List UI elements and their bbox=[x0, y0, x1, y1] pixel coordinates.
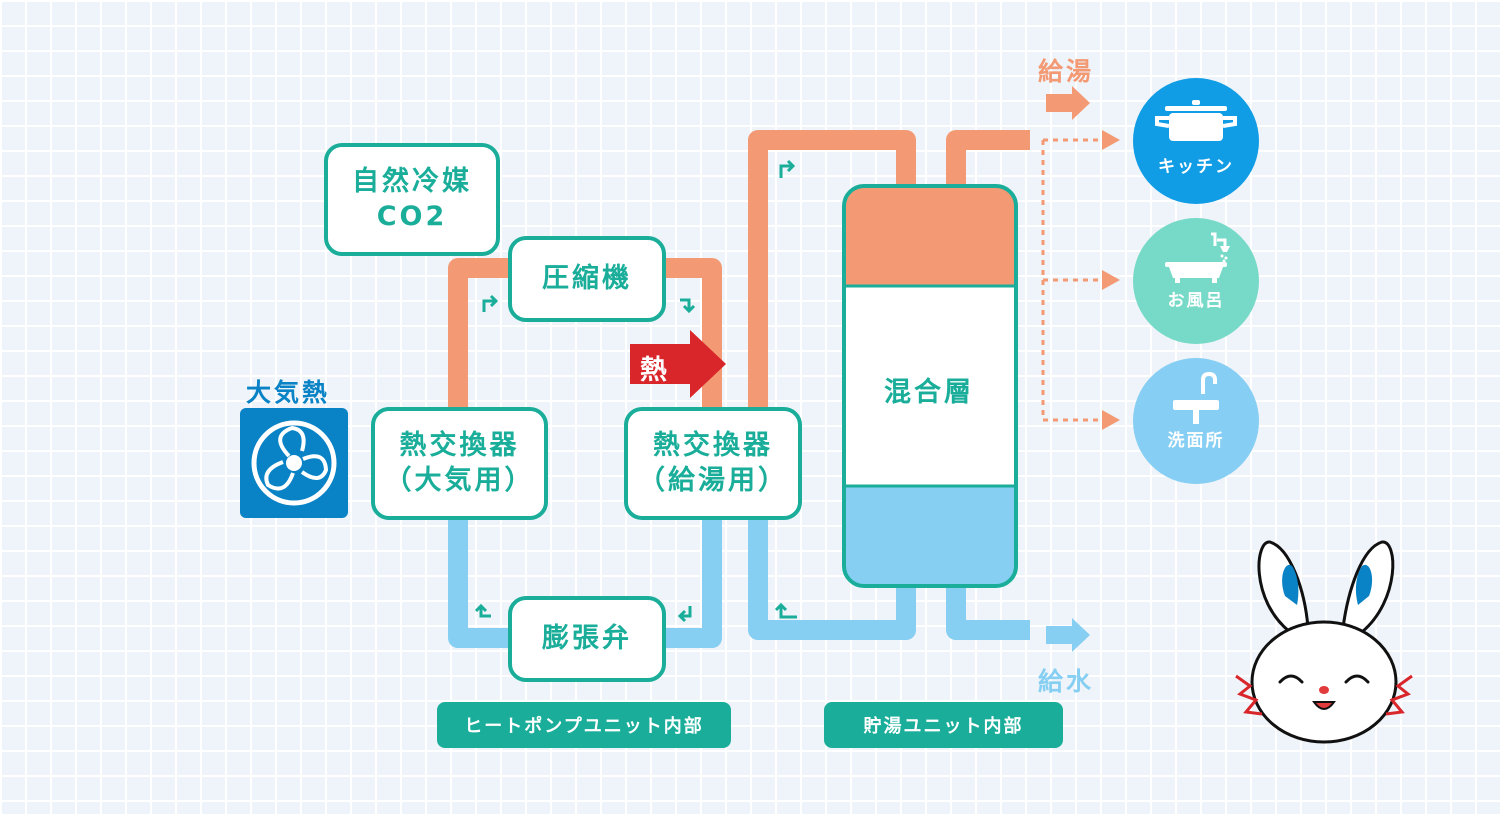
outlet-bath: お風呂 bbox=[1133, 218, 1259, 344]
atmospheric-heat-label: 大気熱 bbox=[246, 378, 331, 407]
outlet-bath-label: お風呂 bbox=[1167, 291, 1225, 311]
heat-exchanger-water-line2: （給湯用） bbox=[638, 464, 788, 496]
expansion-valve-label: 膨張弁 bbox=[542, 622, 632, 654]
heat-exchanger-air-line1: 熱交換器 bbox=[399, 429, 520, 461]
water-supply-pipe bbox=[946, 580, 1030, 640]
flow-arrow-icon bbox=[779, 164, 792, 178]
heat-exchanger-air-line2: （大気用） bbox=[384, 464, 535, 496]
heat-exchanger-water-line1: 熱交換器 bbox=[653, 429, 773, 461]
flow-arrow-icon bbox=[779, 605, 797, 619]
flow-arrow-icon bbox=[680, 298, 691, 310]
compressor-box: 圧縮機 bbox=[508, 236, 666, 322]
outlet-kitchen: キッチン bbox=[1133, 78, 1259, 204]
flow-arrow-icon bbox=[479, 606, 491, 618]
refrigerant-box: 自然冷媒 CO2 bbox=[324, 143, 500, 256]
flow-arrow-icon bbox=[677, 609, 687, 623]
refrigerant-line2: CO2 bbox=[376, 200, 448, 232]
distribution-arrow-icon bbox=[1102, 410, 1120, 430]
faucet-icon bbox=[1173, 372, 1219, 424]
storage-tank bbox=[842, 184, 1018, 588]
flow-arrow-icon bbox=[474, 603, 488, 613]
hot-water-outlet-pipe bbox=[946, 130, 1030, 190]
hot-water-label: 給湯 bbox=[1038, 57, 1095, 86]
flow-arrow-icon bbox=[680, 606, 692, 618]
distribution-arrow-icon bbox=[1102, 130, 1120, 150]
water-supply-arrow-icon bbox=[1046, 618, 1090, 652]
outlet-washroom: 洗面所 bbox=[1133, 358, 1259, 484]
hot-water-arrow-icon bbox=[1046, 86, 1090, 120]
heat-exchanger-water-box: 熱交換器 （給湯用） bbox=[624, 407, 802, 520]
refrigerant-line1: 自然冷媒 bbox=[352, 165, 472, 197]
outlet-kitchen-label: キッチン bbox=[1158, 157, 1234, 177]
storage-pipe-hot bbox=[748, 130, 916, 410]
pot-icon bbox=[1155, 100, 1237, 141]
flow-arrow-icon bbox=[682, 304, 696, 314]
heat-exchanger-air-box: 熱交換器 （大気用） bbox=[371, 407, 548, 520]
storage-unit-label: 貯湯ユニット内部 bbox=[824, 702, 1063, 748]
mixing-layer-label: 混合層 bbox=[884, 377, 974, 408]
compressor-label: 圧縮機 bbox=[542, 262, 632, 294]
distribution-arrow-icon bbox=[1102, 270, 1120, 290]
rabbit-mascot-icon bbox=[1235, 540, 1413, 744]
outlet-washroom-label: 洗面所 bbox=[1167, 431, 1225, 451]
flow-arrow-icon bbox=[774, 602, 788, 612]
distribution-lines bbox=[1041, 138, 1104, 422]
water-supply-label: 給水 bbox=[1038, 667, 1095, 696]
flow-arrow-icon bbox=[482, 299, 495, 312]
bathtub-icon bbox=[1165, 232, 1230, 283]
expansion-valve-box: 膨張弁 bbox=[508, 596, 666, 682]
flow-arrow-icon bbox=[489, 294, 499, 308]
fan-icon bbox=[240, 408, 348, 518]
heat-label: 熱 bbox=[640, 355, 667, 386]
flow-arrow-icon bbox=[786, 159, 796, 173]
heat-arrow-icon bbox=[630, 330, 726, 398]
storage-pipe-cold bbox=[748, 515, 916, 640]
heat-pump-unit-label: ヒートポンプユニット内部 bbox=[437, 702, 731, 748]
